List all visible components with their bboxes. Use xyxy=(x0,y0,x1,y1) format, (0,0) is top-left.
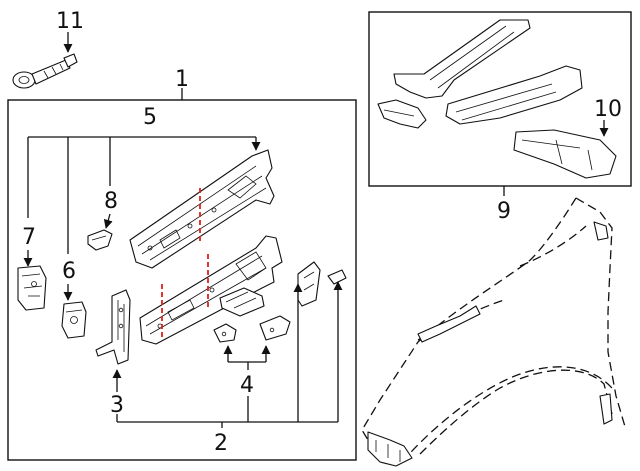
callout-7: 7 xyxy=(22,225,36,250)
callout-8-arrow xyxy=(103,213,113,229)
apron-bracket[interactable] xyxy=(377,99,427,129)
callout-11: 11 xyxy=(56,9,84,34)
bracket-part-3[interactable] xyxy=(95,289,131,365)
callout-9: 9 xyxy=(497,199,511,224)
bracket-part-4-center[interactable] xyxy=(219,287,265,317)
callout-5: 5 xyxy=(143,105,157,130)
apron-rail-lower[interactable] xyxy=(445,65,583,125)
callout-6: 6 xyxy=(62,259,76,284)
apron-rail-upper[interactable] xyxy=(393,19,531,99)
bracket-part-4-right[interactable] xyxy=(259,315,291,341)
tow-hook-part-11[interactable] xyxy=(12,53,78,89)
lower-frame-rail[interactable] xyxy=(139,235,283,345)
bracket-part-2-upright[interactable] xyxy=(297,261,321,307)
callout-10: 10 xyxy=(594,97,622,122)
callout-2: 2 xyxy=(214,431,228,456)
reinforcement-part-6[interactable] xyxy=(61,301,87,339)
upper-frame-rail[interactable] xyxy=(129,149,275,269)
callout-8: 8 xyxy=(104,189,118,214)
bracket-part-7[interactable] xyxy=(17,265,47,311)
callout-4-leaders xyxy=(223,345,271,422)
callout-5-leaders xyxy=(27,136,261,254)
bracket-part-4-left[interactable] xyxy=(213,323,237,343)
callout-4: 4 xyxy=(240,373,254,398)
apron-reinforcement-part-10[interactable] xyxy=(513,129,617,179)
bracket-part-8[interactable] xyxy=(87,229,113,251)
callout-3: 3 xyxy=(110,393,124,418)
assembly-9-box xyxy=(368,11,632,187)
callout-1: 1 xyxy=(175,67,189,92)
callout-2-leaders xyxy=(116,281,343,428)
bracket-part-2-clip[interactable] xyxy=(327,269,347,285)
fender-outline xyxy=(361,197,627,467)
